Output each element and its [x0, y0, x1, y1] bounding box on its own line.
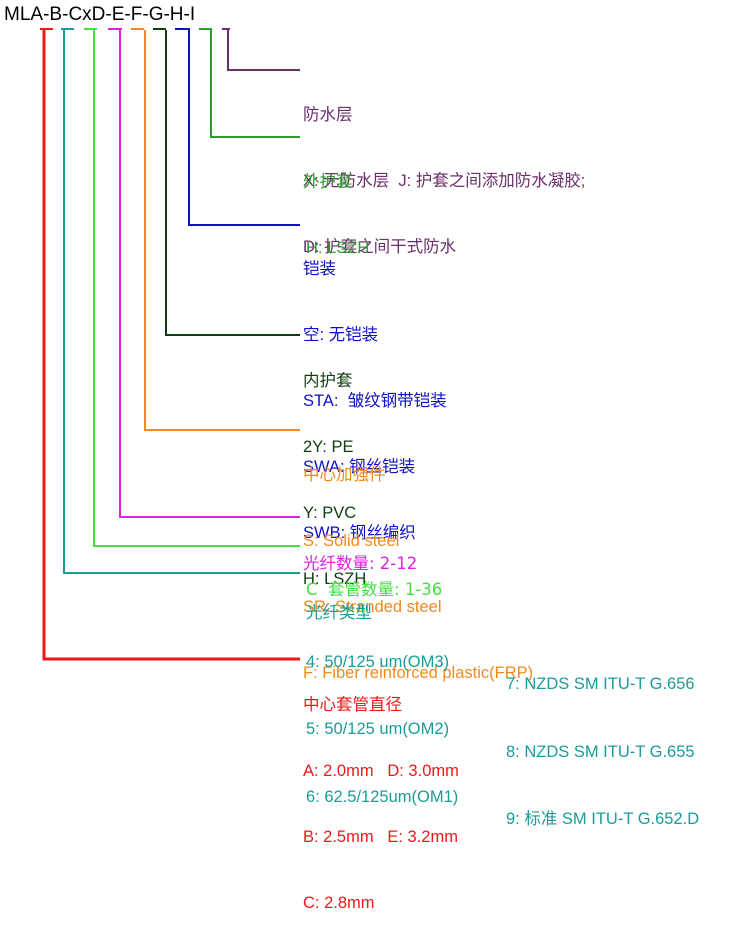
code-char: A — [30, 4, 44, 25]
outer-jacket-title: 外护套 — [303, 172, 353, 191]
connector-lines — [40, 28, 300, 661]
tube-diameter-title: 中心套管直径 — [303, 695, 402, 714]
strength-member-title: 中心加强件 — [303, 465, 386, 484]
fiber-type-option: 4: 50/125 um(OM3) — [306, 652, 450, 671]
connector-inner-jacket — [165, 30, 300, 336]
tube-diameter-option: A: 2.0mm D: 3.0mm — [303, 762, 459, 780]
code-char: G — [148, 4, 164, 25]
code-char: M — [4, 4, 20, 25]
strength-member-option: SR: Stranded steel — [303, 598, 442, 616]
connector-tube-diameter — [42, 30, 300, 661]
inner-jacket-option: H: LSZH — [303, 570, 367, 588]
waterproof-option: X: 无防水层 J: 护套之间添加防水凝胶; — [303, 172, 586, 190]
tube-count-section: C 套管数量: 1-36 — [306, 535, 442, 623]
outer-jacket-section: 外护套 H: LSZH — [303, 127, 369, 281]
connector-fiber-type — [63, 30, 300, 574]
waterproof-option: D: 护套之间干式防水 — [303, 238, 457, 256]
tube-diameter-option: C: 2.8mm — [303, 894, 375, 912]
connector-waterproof — [227, 30, 300, 71]
waterproof-section: 防水层 X: 无防水层 J: 护套之间添加防水凝胶; D: 护套之间干式防水 — [303, 60, 585, 280]
fiber-type-option: 5: 50/125 um(OM2) — [306, 720, 450, 738]
connector-outer-jacket — [210, 30, 300, 138]
connector-tube-count — [93, 30, 300, 547]
code-char: H — [169, 4, 184, 25]
tube-count-title: C 套管数量: 1-36 — [306, 580, 443, 599]
connector-strength — [144, 30, 300, 431]
code-char: - — [163, 4, 170, 25]
fiber-type-section: 光纤类型 — [306, 558, 372, 646]
armor-option: 空: 无铠装 — [303, 326, 379, 344]
code-char: E — [111, 4, 125, 25]
fiber-count-section: 光纤数量: 2-12 — [303, 509, 417, 597]
armor-title: 铠装 — [303, 259, 336, 278]
inner-jacket-option: 2Y: PE — [303, 438, 354, 456]
inner-jacket-option: Y: PVC — [303, 504, 357, 522]
fiber-type-option: 7: NZDS SM ITU-T G.656 — [506, 675, 695, 693]
code-char: L — [19, 4, 31, 25]
connector-armor — [188, 30, 300, 226]
fiber-type-option: 8: NZDS SM ITU-T G.655 — [506, 742, 695, 761]
code-char: - — [43, 4, 50, 25]
fiber-type-row: 4: 50/125 um(OM3) 7: NZDS SM ITU-T G.656 — [306, 628, 746, 694]
strength-member-section: 中心加强件 S: Solid steel SR: Stranded steel … — [303, 420, 533, 706]
code-char: - — [183, 4, 190, 25]
code-char: - — [142, 4, 149, 25]
code-char: - — [105, 4, 112, 25]
waterproof-title: 防水层 — [303, 105, 353, 124]
code-char: - — [124, 4, 131, 25]
code-char: - — [62, 4, 69, 25]
inner-jacket-title: 内护套 — [303, 371, 353, 390]
fiber-count-title: 光纤数量: 2-12 — [303, 554, 418, 573]
connector-fiber-count — [119, 30, 300, 518]
model-code: MLA-B-CxD-E-F-G-H-I — [4, 4, 195, 26]
armor-section: 铠装 空: 无铠装 STA: 皱纹钢带铠装 SWA: 钢丝铠装 SWB: 钢丝编… — [303, 214, 447, 566]
outer-jacket-option: H: LSZH — [306, 239, 370, 257]
armor-option: STA: 皱纹钢带铠装 — [303, 392, 447, 410]
strength-member-option: S: Solid steel — [303, 532, 400, 550]
code-char: D — [91, 4, 106, 25]
armor-option: SWA: 钢丝铠装 — [303, 458, 416, 476]
code-char: x — [82, 4, 92, 25]
fiber-type-option: 9: 标准 SM ITU-T G.652.D — [506, 810, 700, 828]
code-char: B — [49, 4, 63, 25]
code-char: I — [189, 4, 196, 25]
tube-diameter-option: B: 2.5mm E: 3.2mm — [303, 828, 458, 846]
armor-option: SWB: 钢丝编织 — [303, 524, 416, 542]
tube-diameter-section: 中心套管直径 A: 2.0mm D: 3.0mm B: 2.5mm E: 3.2… — [303, 650, 459, 936]
strength-member-option: F: Fiber reinforced plastic(FRP) — [303, 664, 534, 682]
code-char: F — [130, 4, 143, 25]
inner-jacket-section: 内护套 2Y: PE Y: PVC H: LSZH — [303, 326, 366, 612]
code-char: C — [68, 4, 83, 25]
fiber-type-title: 光纤类型 — [306, 603, 372, 622]
